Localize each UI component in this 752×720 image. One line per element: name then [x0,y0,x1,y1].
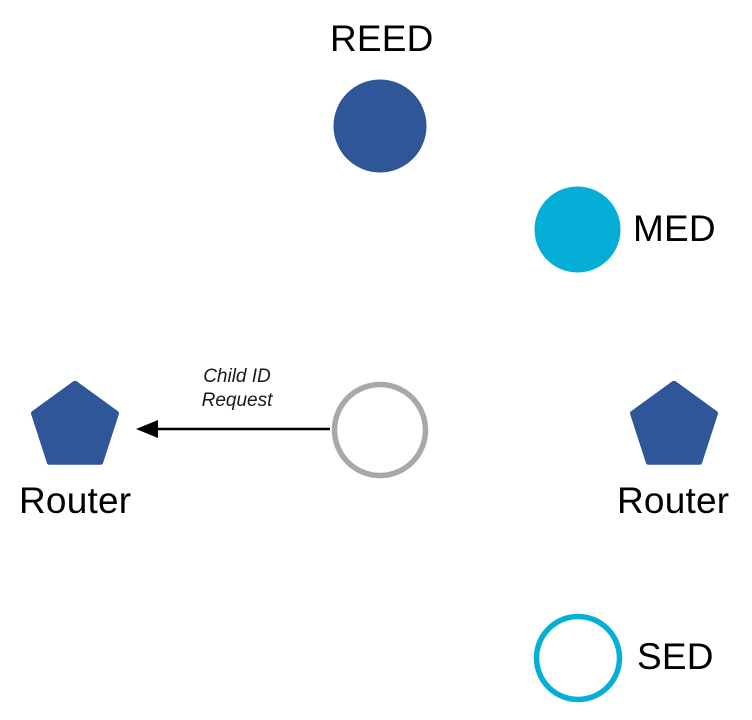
node-router-right[interactable] [629,380,719,474]
edge-label-line-2: Request [201,389,273,411]
edge-label-child-id-request: Child ID Request [177,365,297,413]
node-sed[interactable] [532,612,624,709]
edge-child-id-request-arrow [130,408,330,455]
node-reed[interactable] [333,79,427,178]
node-label-router-left: Router [19,480,132,521]
node-joining-device[interactable] [330,380,430,485]
node-label-router-right: Router [617,480,730,521]
node-label-sed: SED [637,636,714,677]
edge-label-line-1: Child ID [203,366,271,387]
node-med[interactable] [534,186,621,278]
node-router-left[interactable] [31,380,119,474]
node-label-med: MED [633,208,716,249]
node-label-reed: REED [330,18,434,59]
